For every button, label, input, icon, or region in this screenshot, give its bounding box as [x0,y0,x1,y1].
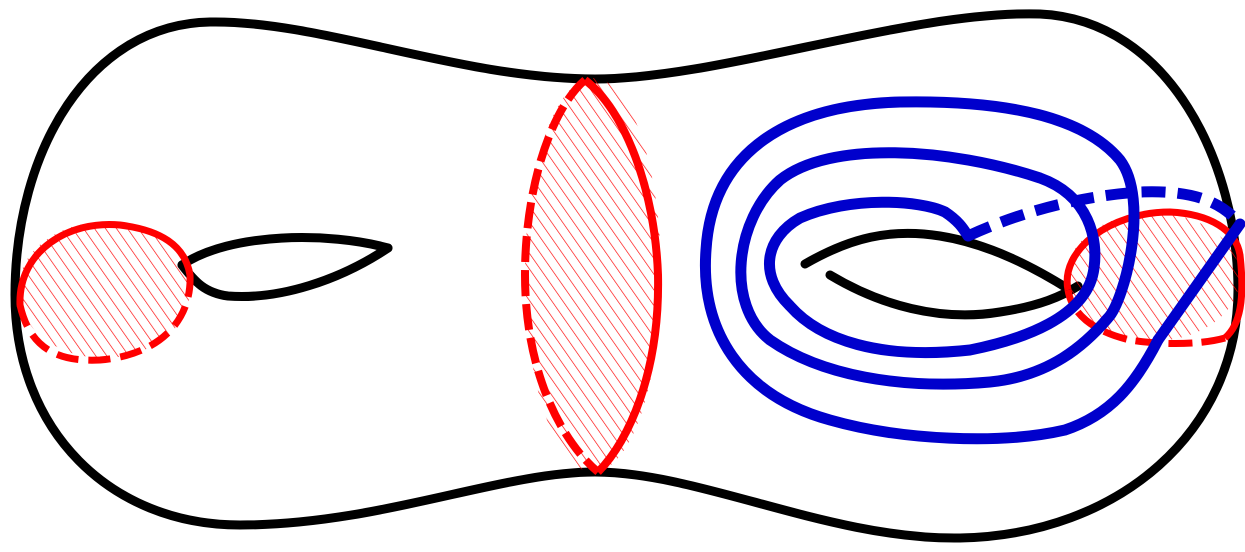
left-hole-upper [182,238,388,265]
right-hole-lower [830,275,1078,315]
blue-curve-solid [705,102,1158,439]
separating-disk [525,78,661,472]
left-hole-lower [182,248,388,297]
left-meridian-disk [18,222,190,360]
